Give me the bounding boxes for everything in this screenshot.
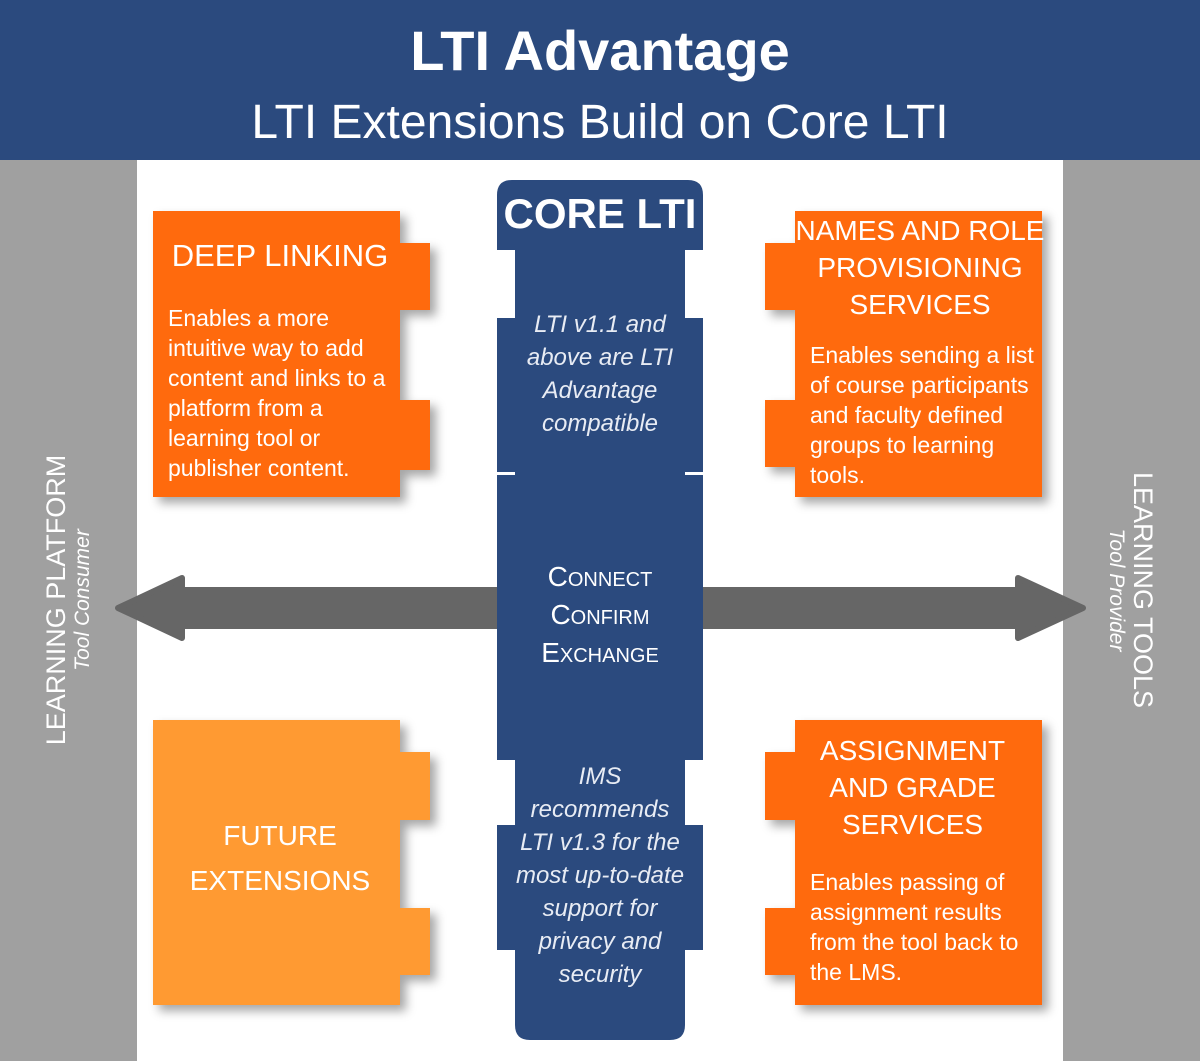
core-lti-title: CORE LTI [503,190,697,237]
assignment-grade-description: Enables passing of assignment results fr… [810,869,1019,985]
deep-linking-title: DEEP LINKING [171,238,389,273]
step-confirm: Confirm [550,599,650,630]
core-lti-column [497,180,703,1040]
page-subtitle: LTI Extensions Build on Core LTI [251,96,949,149]
assignment-grade-title: ASSIGNMENT AND GRADE SERVICES [819,735,1006,840]
step-connect: Connect [547,561,653,592]
deep-linking-description: Enables a more intuitive way to add cont… [168,305,386,481]
core-note-recommendation: IMS recommends LTI v1.3 for the most up-… [515,763,685,988]
core-steps: Connect Confirm Exchange [497,558,703,672]
names-roles-description: Enables sending a list of course partici… [810,342,1034,488]
future-extensions-piece [153,720,430,1005]
names-roles-title: NAMES AND ROLE PROVISIONING SERVICES [795,215,1045,320]
learning-tools-bar: LEARNING TOOLS Tool Provider [1063,160,1200,1061]
learning-platform-bar: LEARNING PLATFORM Tool Consumer [0,160,137,1061]
names-roles-piece [765,211,1042,497]
step-exchange: Exchange [541,637,659,668]
header-banner: LTI Advantage LTI Extensions Build on Co… [0,0,1200,160]
assignment-grade-piece [765,720,1042,1005]
deep-linking-piece [153,211,430,497]
future-extensions-title: FUTURE EXTENSIONS [189,820,371,896]
core-note-compatibility: LTI v1.1 and above are LTI Advantage com… [526,311,674,437]
page-title: LTI Advantage [410,19,790,82]
